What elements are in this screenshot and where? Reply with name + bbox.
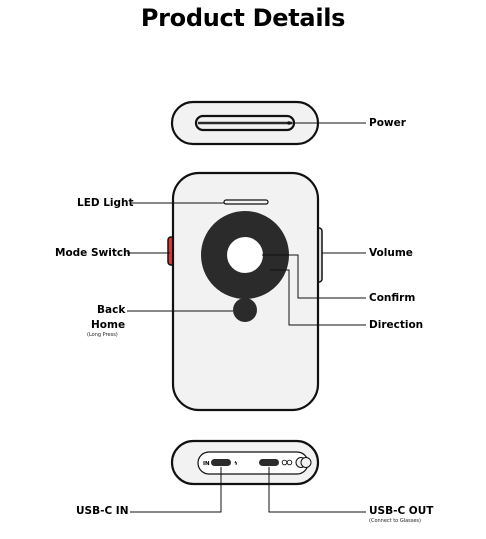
usbc-in-leader [130, 467, 222, 513]
lightning-icon: ϟ [234, 461, 238, 467]
direction-leader [270, 269, 366, 326]
usbc-out-leader [268, 467, 366, 513]
glasses-icon [281, 459, 293, 466]
usbc-in-port-icon [211, 459, 231, 466]
led-strip-icon [223, 199, 269, 205]
back-label: Back [97, 304, 126, 316]
power-label: Power [369, 117, 406, 129]
led-light-label: LED Light [77, 197, 134, 209]
home-note: (Long Press) [87, 332, 118, 338]
volume-label: Volume [369, 247, 413, 259]
port-in-text: IN [203, 461, 210, 467]
page-title: Product Details [140, 4, 346, 32]
back-button-icon [233, 298, 257, 322]
usbc-in-label: USB-C IN [76, 505, 129, 517]
usbc-out-label: USB-C OUT [369, 505, 434, 517]
device-front-view [167, 171, 323, 412]
confirm-leader [262, 254, 366, 299]
device-bottom-view: IN ϟ [170, 439, 320, 486]
usbc-out-note: (Connect to Glasses) [369, 518, 421, 524]
home-label: Home [91, 319, 126, 331]
mode-switch-label: Mode Switch [55, 247, 131, 259]
direction-label: Direction [369, 319, 424, 331]
usbc-out-port-icon [259, 459, 279, 466]
confirm-label: Confirm [369, 292, 416, 304]
leader-lines [127, 122, 366, 513]
confirm-button-icon [227, 237, 263, 273]
